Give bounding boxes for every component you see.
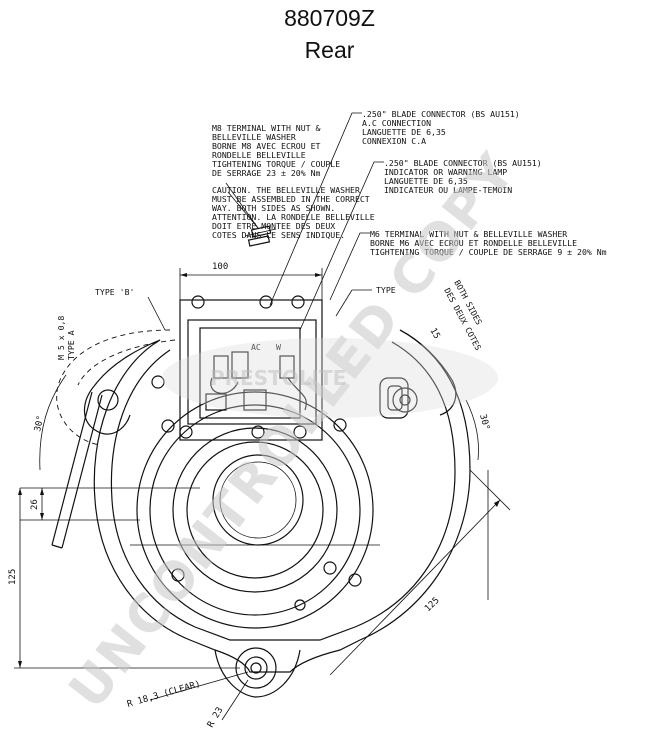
right-dimensions: 30° 125 15 — [329, 327, 511, 676]
m8-line-2: BELLEVILLE WASHER — [212, 132, 296, 142]
type-b-label: TYPE 'B' — [95, 287, 134, 297]
left-dimensions: 30° 26 125 — [8, 374, 240, 669]
caution-line-3: WAY. BOTH SIDES AS SHOWN. — [212, 203, 335, 213]
m8-line-4: RONDELLE BELLEVILLE — [212, 150, 306, 160]
thread-note: M 5 x 0,8 TYPE A — [56, 316, 76, 360]
m8-line-6: DE SERRAGE 23 ± 20% Nm — [212, 168, 321, 178]
leader-lines — [225, 112, 384, 331]
part-number-title: 880709Z — [284, 5, 375, 31]
blade-ind-line-3: LANGUETTE DE 6,35 — [384, 176, 468, 186]
type-b-bracket: TYPE 'B' — [56, 287, 176, 446]
rotor-circles — [130, 391, 380, 629]
caution-line-4: ATTENTION. LA RONDELLE BELLEVILLE — [212, 212, 375, 222]
m8-line-3: BORNE M8 AVEC ECROU ET — [212, 141, 321, 151]
type-a-leader: TYPE — [335, 285, 396, 317]
blade-ac-line-2: A.C CONNECTION — [362, 118, 431, 128]
thread-line-2: TYPE A — [66, 330, 76, 360]
m6-line-3: TIGHTENING TORQUE / COUPLE DE SERRAGE 9 … — [370, 247, 607, 257]
dim-30-left: 30° — [33, 415, 46, 433]
side-plug — [379, 377, 409, 419]
caution-note: CAUTION. THE BELLEVILLE WASHER MUST BE A… — [212, 185, 375, 240]
prestolite-watermark: PRESTOLITE — [210, 366, 346, 390]
radius-clear-label: R 18,3 (CLEAR) — [126, 679, 202, 710]
m8-line-1: M8 TERMINAL WITH NUT & — [212, 123, 321, 133]
dim-100-label: 100 — [212, 262, 228, 272]
blade-ac-note: .250" BLADE CONNECTOR (BS AU151) A.C CON… — [362, 109, 520, 146]
blade-ac-line-1: .250" BLADE CONNECTOR (BS AU151) — [362, 109, 520, 119]
m6-line-1: M6 TERMINAL WITH NUT & BELLEVILLE WASHER — [370, 229, 567, 239]
blade-ind-line-1: .250" BLADE CONNECTOR (BS AU151) — [384, 158, 542, 168]
dim-15: 15 — [427, 327, 441, 341]
blade-ac-line-3: LANGUETTE DE 6,35 — [362, 127, 446, 137]
blade-ind-line-2: INDICATOR OR WARNING LAMP — [384, 167, 507, 177]
dimension-100: 100 — [179, 262, 323, 300]
dim-125-left: 125 — [8, 569, 18, 585]
housing-outline — [83, 329, 471, 698]
housing-screws — [151, 375, 362, 611]
terminal-box: AC W — [161, 295, 347, 441]
blade-ind-line-4: INDICATEUR OU LAMPE-TEMOIN — [384, 185, 512, 195]
caution-line-6: COTES DANS LE SENS INDIQUE. — [212, 230, 345, 240]
blade-ac-line-4: CONNEXION C.A — [362, 136, 426, 146]
m8-line-5: TIGHTENING TORQUE / COUPLE — [212, 159, 340, 169]
w-terminal-label: W — [276, 342, 281, 352]
caution-line-2: MUST BE ASSEMBLED IN THE CORRECT — [212, 194, 370, 204]
belleville-washer-detail — [244, 225, 277, 247]
ac-terminal-label: AC — [251, 342, 261, 352]
dim-26: 26 — [30, 499, 40, 510]
view-subtitle: Rear — [304, 37, 355, 63]
m6-line-2: BORNE M6 AVEC ECROU ET RONDELLE BELLEVIL… — [370, 238, 577, 248]
type-a-label: TYPE — [376, 285, 396, 295]
dim-30-right: 30° — [477, 413, 491, 431]
thread-line-1: M 5 x 0,8 — [56, 316, 66, 360]
both-sides-note: BOTH SIDES DES DEUX COTES — [442, 278, 484, 352]
m8-terminal-note: M8 TERMINAL WITH NUT & BELLEVILLE WASHER… — [212, 123, 340, 178]
caution-line-5: DOIT ETRE MONTEE DES DEUX — [212, 221, 335, 231]
blade-indicator-note: .250" BLADE CONNECTOR (BS AU151) INDICAT… — [384, 158, 542, 195]
bottom-radius-labels: R 18,3 (CLEAR) R 23 — [126, 671, 249, 730]
radius-23-label: R 23 — [206, 706, 226, 730]
dim-125-bottom: 125 — [423, 596, 442, 614]
caution-line-1: CAUTION. THE BELLEVILLE WASHER — [212, 185, 360, 195]
m6-terminal-note: M6 TERMINAL WITH NUT & BELLEVILLE WASHER… — [370, 229, 607, 257]
